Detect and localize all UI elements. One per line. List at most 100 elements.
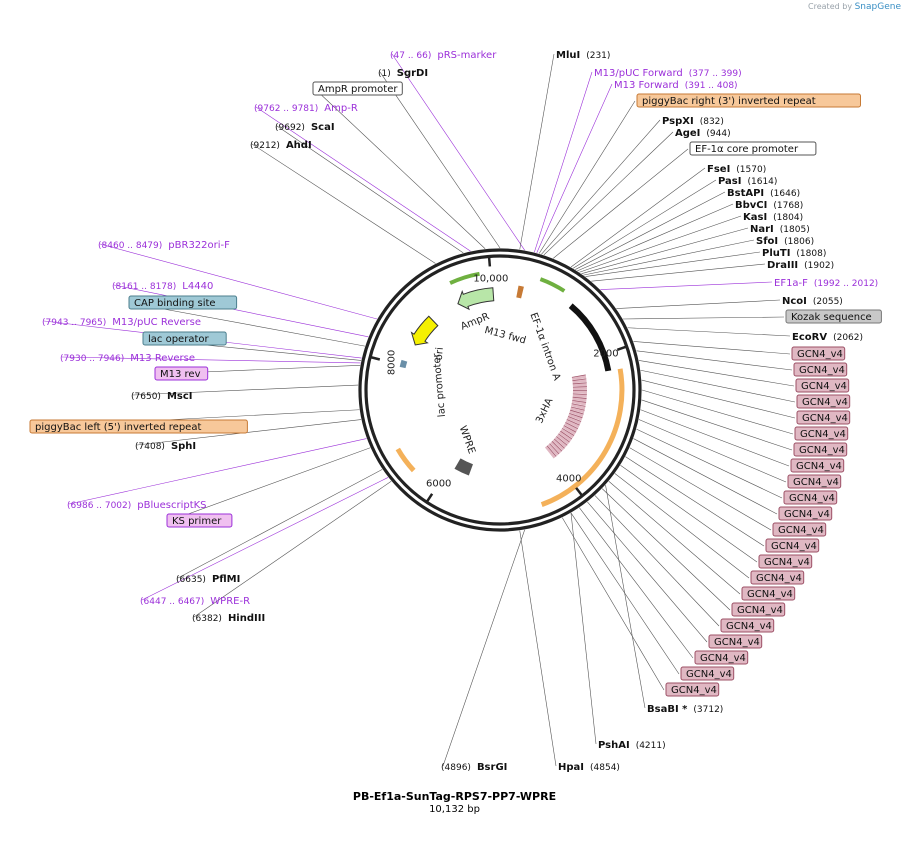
label-part-a: (6447 .. 6467): [140, 597, 204, 607]
site-feature-51[interactable]: GCN4_v4: [758, 554, 813, 569]
site-feature-12[interactable]: EF-1α core promoter: [689, 141, 817, 156]
label-box: [665, 682, 720, 697]
site-enzyme-16[interactable]: BbvCI(1768): [735, 200, 803, 211]
site-enzyme-41[interactable]: (7408)SphI: [135, 441, 196, 452]
site-enzyme-9[interactable]: (9692)ScaI: [275, 122, 335, 133]
site-enzyme-10[interactable]: AgeI(944): [675, 128, 731, 139]
site-enzyme-18[interactable]: NarI(1805): [750, 224, 810, 235]
leader-line: [519, 530, 557, 767]
site-primer-7[interactable]: (9762 .. 9781)Amp-R: [254, 103, 358, 114]
site-feature-58[interactable]: GCN4_v4: [720, 618, 775, 633]
site-enzyme-62[interactable]: BsaBI *(3712): [647, 704, 723, 715]
site-feature-37[interactable]: GCN4_v4: [796, 394, 851, 409]
leader-line: [633, 341, 791, 355]
site-feature-59[interactable]: GCN4_v4: [708, 634, 763, 649]
site-feature-35[interactable]: GCN4_v4: [795, 378, 850, 393]
site-feature-30[interactable]: lac operator: [142, 331, 227, 346]
site-feature-60[interactable]: GCN4_v4: [694, 650, 749, 665]
site-feature-49[interactable]: GCN4_v4: [772, 522, 827, 537]
site-primer-20[interactable]: (8460 .. 8479)pBR322ori-F: [98, 240, 230, 251]
label-name: GCN4_v4: [686, 669, 732, 680]
site-enzyme-17[interactable]: KasI(1804): [743, 212, 803, 223]
site-feature-54[interactable]: GCN4_v4: [741, 586, 796, 601]
leader-line: [251, 143, 436, 264]
site-feature-50[interactable]: GCN4_v4: [765, 538, 820, 553]
label-part-b: AhdI: [286, 140, 312, 151]
site-primer-3[interactable]: M13/pUC Forward(377 .. 399): [594, 68, 742, 79]
leader-line: [601, 488, 731, 611]
site-primer-4[interactable]: M13 Forward(391 .. 408): [614, 80, 738, 91]
site-enzyme-53[interactable]: (6635)PflMI: [176, 574, 240, 585]
site-feature-26[interactable]: CAP binding site: [128, 295, 238, 310]
label-part-a: DraIII: [767, 260, 798, 271]
site-feature-47[interactable]: GCN4_v4: [778, 506, 833, 521]
site-enzyme-11[interactable]: (9212) AhdI: [250, 140, 312, 151]
site-feature-33[interactable]: GCN4_v4: [793, 362, 848, 377]
site-primer-23[interactable]: EF1a-F(1992 .. 2012): [774, 278, 878, 289]
site-feature-31[interactable]: GCN4_v4: [791, 346, 846, 361]
site-feature-52[interactable]: GCN4_v4: [750, 570, 805, 585]
label-part-b: PflMI: [212, 574, 240, 585]
site-enzyme-19[interactable]: SfoI(1806): [756, 236, 814, 247]
label-name: AmpR promoter: [318, 84, 398, 95]
site-primer-24[interactable]: (8161 .. 8178)L4440: [112, 281, 213, 292]
site-feature-42[interactable]: GCN4_v4: [793, 442, 848, 457]
site-primer-28[interactable]: (7943 .. 7965)M13/pUC Reverse: [42, 317, 201, 328]
label-part-a: (7408): [135, 442, 165, 452]
label-part-b: (1806): [784, 237, 814, 247]
site-feature-5[interactable]: AmpR promoter: [312, 81, 403, 96]
label-name: GCN4_v4: [784, 509, 830, 520]
leader-line: [99, 243, 378, 320]
site-enzyme-1[interactable]: MluI(231): [556, 50, 610, 61]
site-enzyme-8[interactable]: PspXI(832): [662, 116, 724, 127]
label-part-a: EcoRV: [792, 332, 827, 343]
site-feature-44[interactable]: GCN4_v4: [787, 474, 842, 489]
lac-operator-arc: [399, 359, 408, 369]
site-enzyme-25[interactable]: NcoI(2055): [782, 296, 843, 307]
site-feature-45[interactable]: GCN4_v4: [783, 490, 838, 505]
ampr-arc: [457, 287, 495, 311]
site-feature-43[interactable]: GCN4_v4: [790, 458, 845, 473]
site-primer-32[interactable]: (7930 .. 7946)M13 Reverse: [60, 353, 195, 364]
label-name: GCN4_v4: [801, 381, 847, 392]
site-enzyme-15[interactable]: BstAPI(1646): [727, 188, 800, 199]
site-feature-6[interactable]: piggyBac right (3') inverted repeat: [636, 93, 861, 108]
label-text: (7408)SphI: [135, 441, 196, 452]
site-enzyme-64[interactable]: PshAI(4211): [598, 740, 666, 751]
label-text: (7930 .. 7946)M13 Reverse: [60, 353, 195, 364]
tick-mark: [370, 356, 381, 361]
site-enzyme-13[interactable]: FseI(1570): [707, 164, 766, 175]
ori-arc: [410, 315, 439, 346]
site-feature-56[interactable]: GCN4_v4: [731, 602, 786, 617]
site-feature-61[interactable]: GCN4_v4: [680, 666, 735, 681]
site-feature-27[interactable]: Kozak sequence: [785, 309, 882, 324]
site-enzyme-22[interactable]: DraIII(1902): [767, 260, 834, 271]
site-feature-34[interactable]: M13 rev: [154, 366, 209, 381]
site-primer-46[interactable]: (6986 .. 7002)pBluescriptKS: [67, 500, 207, 511]
tick-label: 4000: [556, 473, 581, 484]
site-feature-40[interactable]: GCN4_v4: [794, 426, 849, 441]
site-enzyme-2[interactable]: (1)SgrDI: [378, 68, 428, 79]
site-primer-0[interactable]: (47 .. 66)pRS-marker: [390, 50, 497, 61]
site-primer-55[interactable]: (6447 .. 6467)WPRE-R: [140, 596, 250, 607]
label-part-a: (9762 .. 9781): [254, 104, 318, 114]
site-feature-48[interactable]: KS primer: [166, 513, 233, 528]
label-part-b: (1804): [773, 213, 803, 223]
site-enzyme-14[interactable]: PasI(1614): [718, 176, 777, 187]
site-feature-38[interactable]: GCN4_v4: [796, 410, 851, 425]
site-feature-63[interactable]: GCN4_v4: [665, 682, 720, 697]
site-enzyme-36[interactable]: (7650)MscI: [131, 391, 193, 402]
backbone-rings: [358, 248, 642, 532]
site-enzyme-29[interactable]: EcoRV(2062): [792, 332, 863, 343]
site-enzyme-57[interactable]: (6382)HindIII: [192, 613, 265, 624]
site-enzyme-66[interactable]: HpaI(4854): [558, 762, 620, 773]
site-enzyme-21[interactable]: PluTI(1808): [762, 248, 826, 259]
label-text: PspXI(832): [662, 116, 724, 127]
site-enzyme-65[interactable]: (4896)BsrGI: [441, 762, 507, 773]
tick-mark: [487, 257, 492, 267]
tick-mark: [616, 345, 627, 351]
site-feature-39[interactable]: piggyBac left (5') inverted repeat: [29, 419, 248, 434]
label-part-a: (9212): [250, 141, 280, 151]
label-name: GCN4_v4: [737, 605, 783, 616]
